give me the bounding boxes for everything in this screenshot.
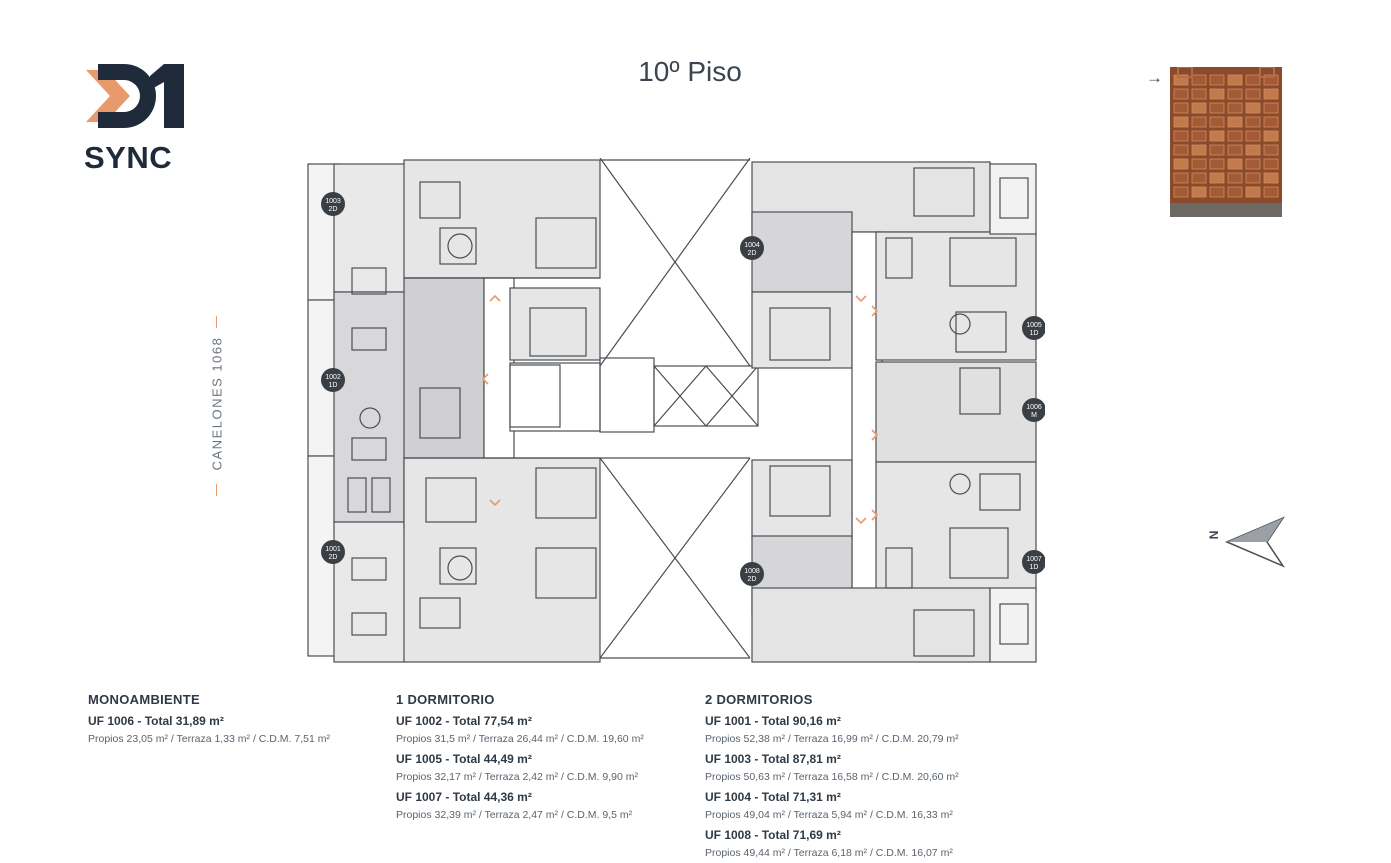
logo-one-icon [164, 64, 184, 128]
building-thumbnail [1170, 67, 1282, 217]
svg-text:1D: 1D [1030, 330, 1039, 337]
entry-markers [481, 294, 879, 525]
center-core [599, 158, 759, 659]
svg-text:1003: 1003 [325, 198, 341, 205]
compass-arrow-icon [1225, 516, 1286, 568]
arrow-right-icon: → [1146, 68, 1163, 87]
sync-logo [86, 64, 184, 128]
svg-text:1D: 1D [1030, 564, 1039, 571]
svg-text:1001: 1001 [325, 546, 341, 553]
page-title: 10º Piso [638, 56, 742, 87]
logo-chevron-icon [86, 70, 130, 122]
unit-detail: Propios 50,63 m² / Terraza 16,58 m² / C.… [705, 771, 959, 783]
unit-detail: Propios 49,44 m² / Terraza 6,18 m² / C.D… [705, 847, 953, 859]
legend-heading: MONOAMBIENTE [88, 692, 200, 707]
unit-title: UF 1003 - Total 87,81 m² [705, 752, 841, 766]
legend-monoambiente: MONOAMBIENTE UF 1006 - Total 31,89 m² Pr… [88, 692, 330, 749]
unit-title: UF 1001 - Total 90,16 m² [705, 714, 841, 728]
svg-text:2D: 2D [748, 576, 757, 583]
unit-detail: Propios 31,5 m² / Terraza 26,44 m² / C.D… [396, 733, 644, 745]
left-wing [307, 159, 601, 663]
svg-text:1D: 1D [329, 382, 338, 389]
unit-title: UF 1006 - Total 31,89 m² [88, 714, 224, 728]
legend-2-dormitorios: 2 DORMITORIOS UF 1001 - Total 90,16 m² P… [705, 692, 959, 863]
svg-text:1002: 1002 [325, 374, 341, 381]
unit-title: UF 1002 - Total 77,54 m² [396, 714, 532, 728]
unit-title: UF 1008 - Total 71,69 m² [705, 828, 841, 842]
right-wing [751, 161, 1037, 663]
unit-detail: Propios 23,05 m² / Terraza 1,33 m² / C.D… [88, 733, 330, 745]
street-name: CANELONES 1068 [209, 336, 225, 471]
legend-1-dormitorio: 1 DORMITORIO UF 1002 - Total 77,54 m² Pr… [396, 692, 644, 825]
svg-text:2D: 2D [748, 250, 757, 257]
logo-name: SYNC [84, 140, 173, 175]
unit-detail: Propios 32,39 m² / Terraza 2,47 m² / C.D… [396, 809, 633, 821]
svg-text:1005: 1005 [1026, 322, 1042, 329]
svg-text:2D: 2D [329, 554, 338, 561]
svg-text:1004: 1004 [744, 242, 760, 249]
unit-title: UF 1007 - Total 44,36 m² [396, 790, 532, 804]
svg-text:2D: 2D [329, 206, 338, 213]
svg-text:M: M [1031, 412, 1037, 419]
legend-heading: 2 DORMITORIOS [705, 692, 813, 707]
unit-detail: Propios 49,04 m² / Terraza 5,94 m² / C.D… [705, 809, 953, 821]
unit-detail: Propios 32,17 m² / Terraza 2,42 m² / C.D… [396, 771, 638, 783]
unit-title: UF 1004 - Total 71,31 m² [705, 790, 841, 804]
svg-text:1006: 1006 [1026, 404, 1042, 411]
svg-text:1007: 1007 [1026, 556, 1042, 563]
logo-d-icon [98, 64, 156, 128]
legend-heading: 1 DORMITORIO [396, 692, 495, 707]
svg-text:1008: 1008 [744, 568, 760, 575]
compass-north-label: N [1206, 530, 1221, 540]
unit-detail: Propios 52,38 m² / Terraza 16,99 m² / C.… [705, 733, 959, 745]
unit-title: UF 1005 - Total 44,49 m² [396, 752, 532, 766]
street-label: CANELONES 1068 [208, 316, 226, 496]
